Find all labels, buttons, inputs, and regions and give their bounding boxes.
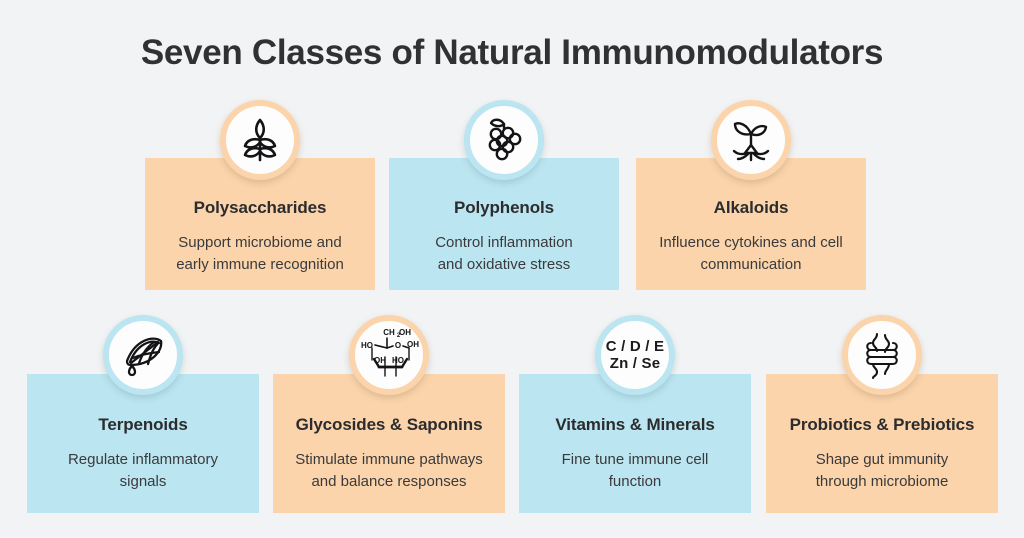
citrus-slice-droplet-icon: [103, 315, 183, 395]
card-heading: Probiotics & Prebiotics: [789, 415, 975, 434]
card-description: Regulate inflammatory signals: [67, 451, 219, 490]
card-glycosides-saponins: CH 2 OH HO O OH OH HO: [273, 315, 505, 513]
card-heading: Vitamins & Minerals: [555, 415, 715, 434]
card-description: Shape gut immunity through microbiome: [815, 451, 949, 490]
card-probiotics-prebiotics: Probiotics & Prebiotics Shape gut immuni…: [766, 315, 998, 513]
intestine-icon: [842, 315, 922, 395]
page-title: Seven Classes of Natural Immunomodulator…: [140, 33, 884, 72]
card-polyphenols: Polyphenols Control inflammation and oxi…: [389, 100, 619, 290]
svg-text:HO: HO: [392, 356, 404, 365]
card-vitamins-minerals: C / D / E Zn / Se Vitamins & Minerals Fi…: [519, 315, 751, 513]
wheat-icon: [220, 100, 300, 180]
vitamin-letters-text: C / D / E Zn / Se: [606, 338, 664, 372]
svg-text:OH: OH: [374, 356, 386, 365]
card-body: Alkaloids Influence cytokines and cell c…: [636, 158, 866, 290]
svg-text:HO: HO: [361, 341, 373, 350]
card-body: Polysaccharides Support microbiome and e…: [145, 158, 375, 290]
card-heading: Polyphenols: [454, 198, 554, 217]
vitamin-line-1: C / D / E: [605, 338, 665, 355]
card-heading: Polysaccharides: [193, 198, 327, 217]
card-alkaloids: Alkaloids Influence cytokines and cell c…: [636, 100, 866, 290]
card-description: Support microbiome and early immune reco…: [176, 234, 344, 273]
card-description: Fine tune immune cell function: [561, 451, 709, 490]
card-heading: Glycosides & Saponins: [295, 415, 483, 434]
card-heading: Terpenoids: [98, 415, 188, 434]
card-body: Vitamins & Minerals Fine tune immune cel…: [519, 374, 751, 513]
card-body: Terpenoids Regulate inflammatory signals: [27, 374, 259, 513]
glucose-molecule-icon: CH 2 OH HO O OH OH HO: [349, 315, 429, 395]
card-description: Influence cytokines and cell communicati…: [659, 234, 843, 273]
svg-text:2: 2: [397, 333, 401, 339]
card-heading: Alkaloids: [713, 198, 789, 217]
svg-text:OH: OH: [407, 340, 419, 349]
vitamin-letters-icon: C / D / E Zn / Se: [595, 315, 675, 395]
svg-text:O: O: [395, 341, 401, 350]
card-body: Probiotics & Prebiotics Shape gut immuni…: [766, 374, 998, 513]
svg-text:OH: OH: [399, 328, 411, 337]
card-terpenoids: Terpenoids Regulate inflammatory signals: [27, 315, 259, 513]
sprout-roots-icon: [711, 100, 791, 180]
card-polysaccharides: Polysaccharides Support microbiome and e…: [145, 100, 375, 290]
card-body: Polyphenols Control inflammation and oxi…: [389, 158, 619, 290]
vitamin-line-2: Zn / Se: [609, 355, 661, 372]
card-body: Glycosides & Saponins Stimulate immune p…: [273, 374, 505, 513]
card-description: Stimulate immune pathways and balance re…: [295, 451, 483, 490]
card-description: Control inflammation and oxidative stres…: [435, 234, 573, 273]
svg-text:CH: CH: [383, 328, 395, 337]
grapes-icon: [464, 100, 544, 180]
